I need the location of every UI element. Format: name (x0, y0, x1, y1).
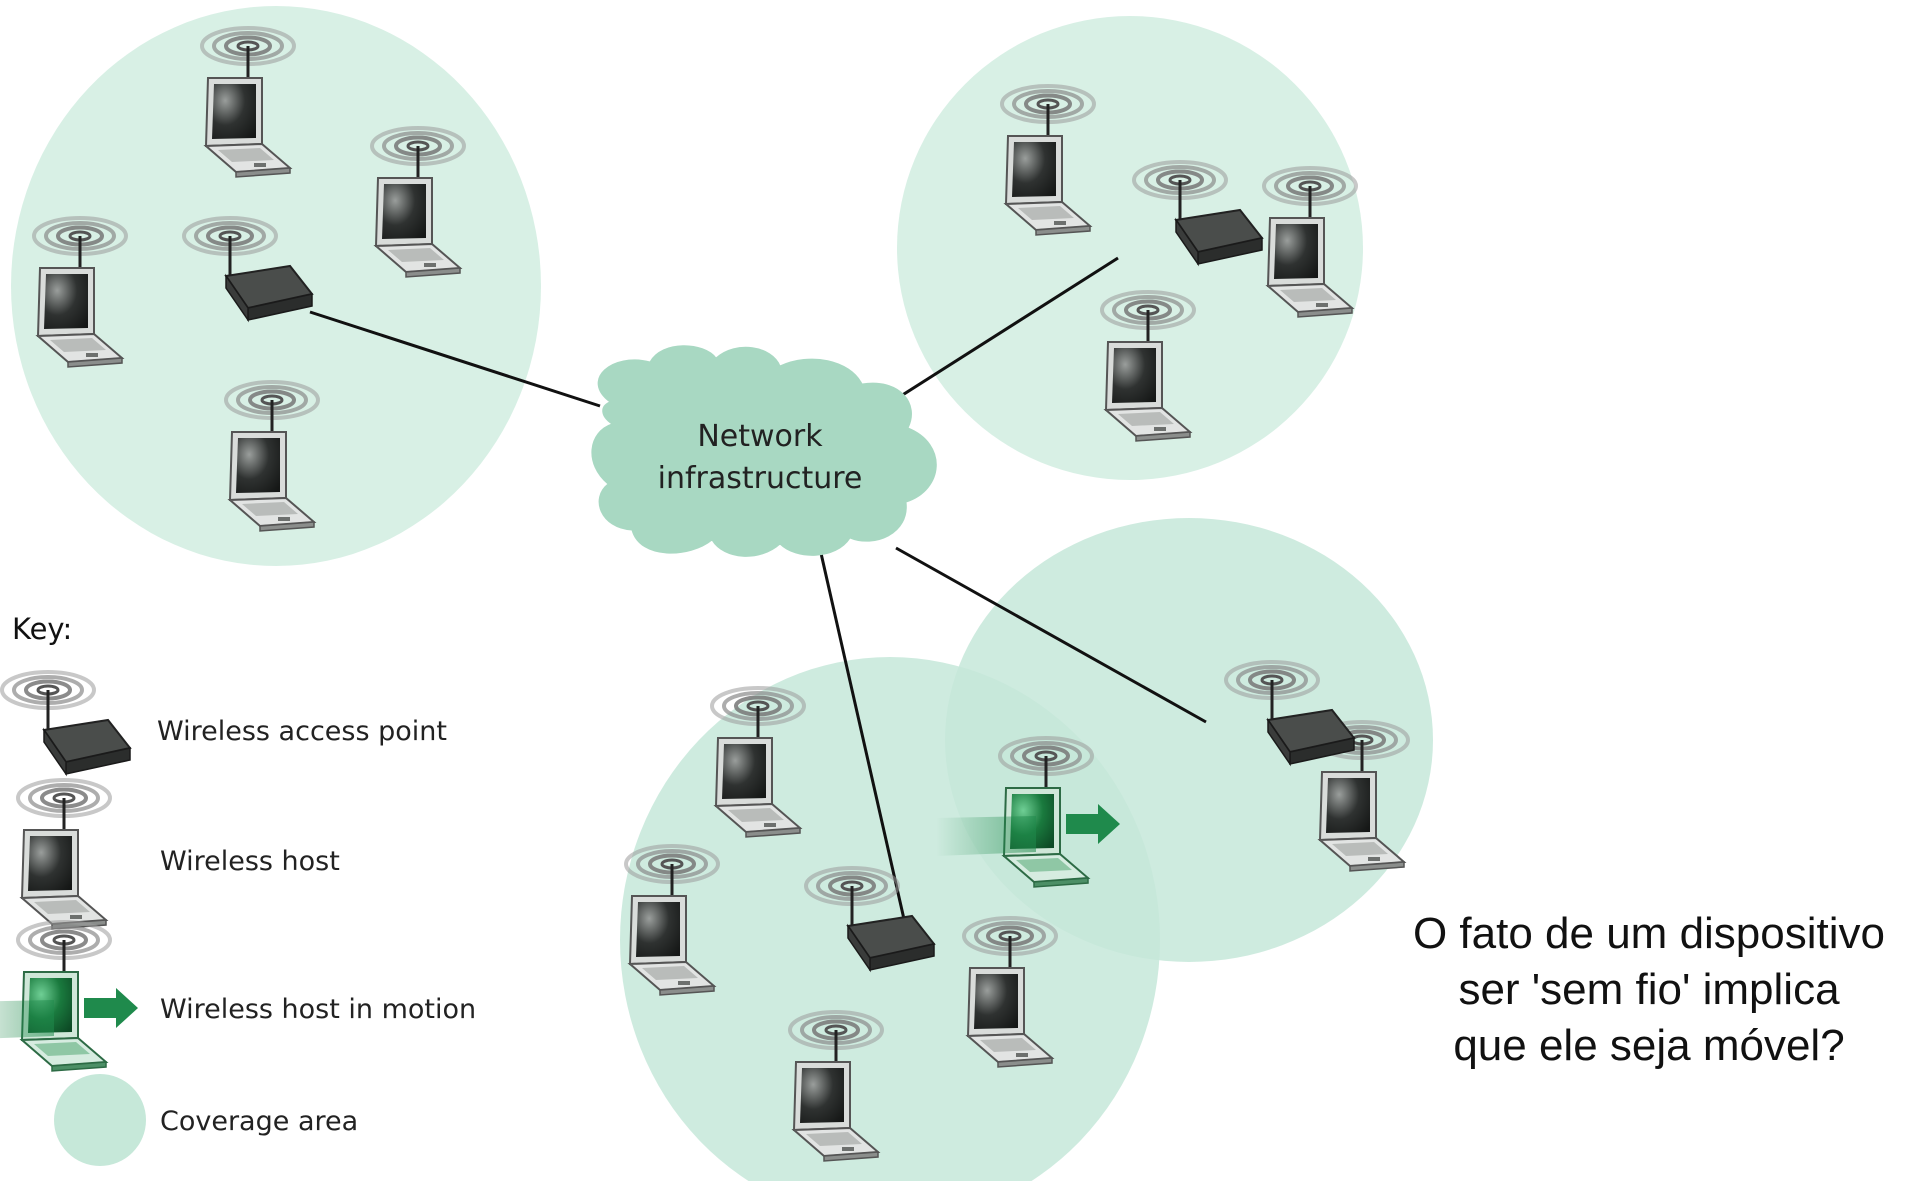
question-text: O fato de um dispositivo ser 'sem fio' i… (1384, 906, 1914, 1074)
link-bottom-right (895, 546, 1207, 724)
key-label-coverage-area: Coverage area (160, 1106, 359, 1137)
question-line-3: que ele seja móvel? (1453, 1021, 1845, 1070)
key-label-wireless-host: Wireless host (160, 846, 340, 877)
key-label-access-point: Wireless access point (157, 716, 447, 747)
key-coverage-area-icon (54, 1074, 146, 1166)
question-line-1: O fato de um dispositivo (1412, 909, 1885, 958)
coverage-area-top-right (897, 16, 1363, 480)
link-top-right (881, 256, 1119, 410)
key-wireless-access-point-icon (2, 672, 130, 774)
key-title: Key: (12, 612, 73, 646)
question-line-2: ser 'sem fio' implica (1458, 965, 1840, 1014)
cloud-label-line2: infrastructure (658, 461, 863, 496)
key-wireless-host-in-motion-icon (0, 922, 138, 1071)
cloud-label-line1: Network (697, 419, 823, 454)
key-wireless-host-icon (18, 780, 110, 929)
wired-links (309, 256, 1207, 929)
link-bottom-center (816, 539, 908, 929)
link-top-left (309, 310, 601, 408)
network-infrastructure-cloud: Network infrastructure (591, 345, 937, 557)
key-icons (0, 672, 146, 1166)
key-label-host-in-motion: Wireless host in motion (160, 994, 477, 1025)
